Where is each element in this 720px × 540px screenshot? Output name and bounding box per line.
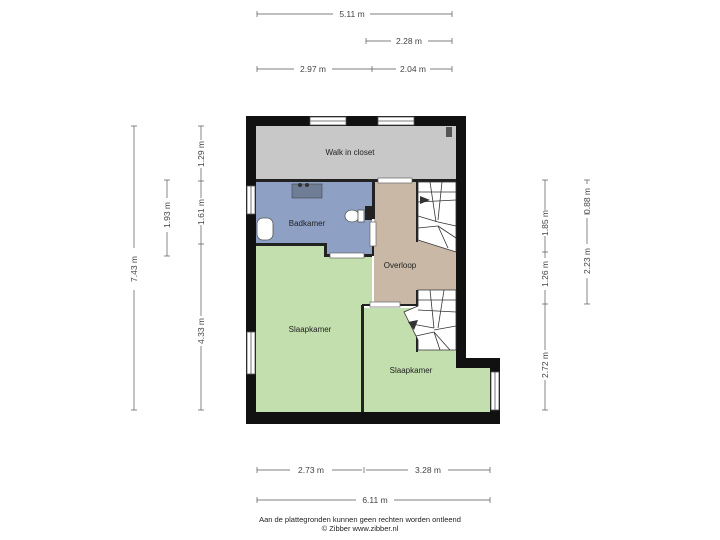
walk-in-closet-label: Walk in closet xyxy=(325,148,375,157)
footer-disclaimer: Aan de plattegronden kunnen geen rechten… xyxy=(259,515,461,524)
badkamer-room xyxy=(256,182,372,254)
dim-bottom-right: 3.28 m xyxy=(415,465,441,475)
closet-shaft xyxy=(446,127,452,137)
overloop-label: Overloop xyxy=(384,261,417,270)
dim-right-stair: 1.26 m xyxy=(540,261,550,287)
dim-right-upper: 1.85 m xyxy=(540,210,550,236)
dim-top-right: 2.04 m xyxy=(400,64,426,74)
footer-credit: © Zibber www.zibber.nl xyxy=(321,524,399,533)
dimension-lines xyxy=(131,11,590,503)
dim-right-middle: 2.23 m xyxy=(582,248,592,274)
doors xyxy=(329,177,413,308)
slaapkamer-right-label: Slaapkamer xyxy=(390,366,433,375)
windows xyxy=(246,116,500,411)
stair-upper xyxy=(417,181,457,253)
slaapkamer-left-label: Slaapkamer xyxy=(289,325,332,334)
stair-arrow-upper-icon xyxy=(420,196,430,204)
bathroom-fixtures xyxy=(256,183,372,241)
walk-in-closet-room xyxy=(256,126,456,180)
dim-left-upper: 1.93 m xyxy=(162,202,172,228)
overloop-room xyxy=(374,182,456,306)
dim-bottom-left: 2.73 m xyxy=(298,465,324,475)
slaapkamer-right-room xyxy=(364,308,492,412)
toilet-icon xyxy=(344,209,360,223)
dim-top-total: 5.11 m xyxy=(339,9,364,19)
dim-right-lower: 2.72 m xyxy=(540,352,550,378)
dim-left-walk: 1.29 m xyxy=(196,141,206,167)
dim-bottom-total: 6.11 m xyxy=(362,495,387,505)
stair-arrow-lower-icon xyxy=(408,320,418,330)
dim-top-right-small: 2.28 m xyxy=(396,36,422,46)
slaapkamer-left-room xyxy=(256,246,372,412)
dim-left-lower: 4.33 m xyxy=(196,318,206,344)
dim-right-closet: 0.88 m xyxy=(582,188,592,214)
dim-left-total: 7.43 m xyxy=(129,256,139,282)
dim-left-bath: 1.61 m xyxy=(196,199,206,225)
bathtub-icon xyxy=(256,217,274,241)
stair-lower xyxy=(403,289,457,351)
badkamer-label: Badkamer xyxy=(289,219,326,228)
dim-top-left: 2.97 m xyxy=(300,64,326,74)
